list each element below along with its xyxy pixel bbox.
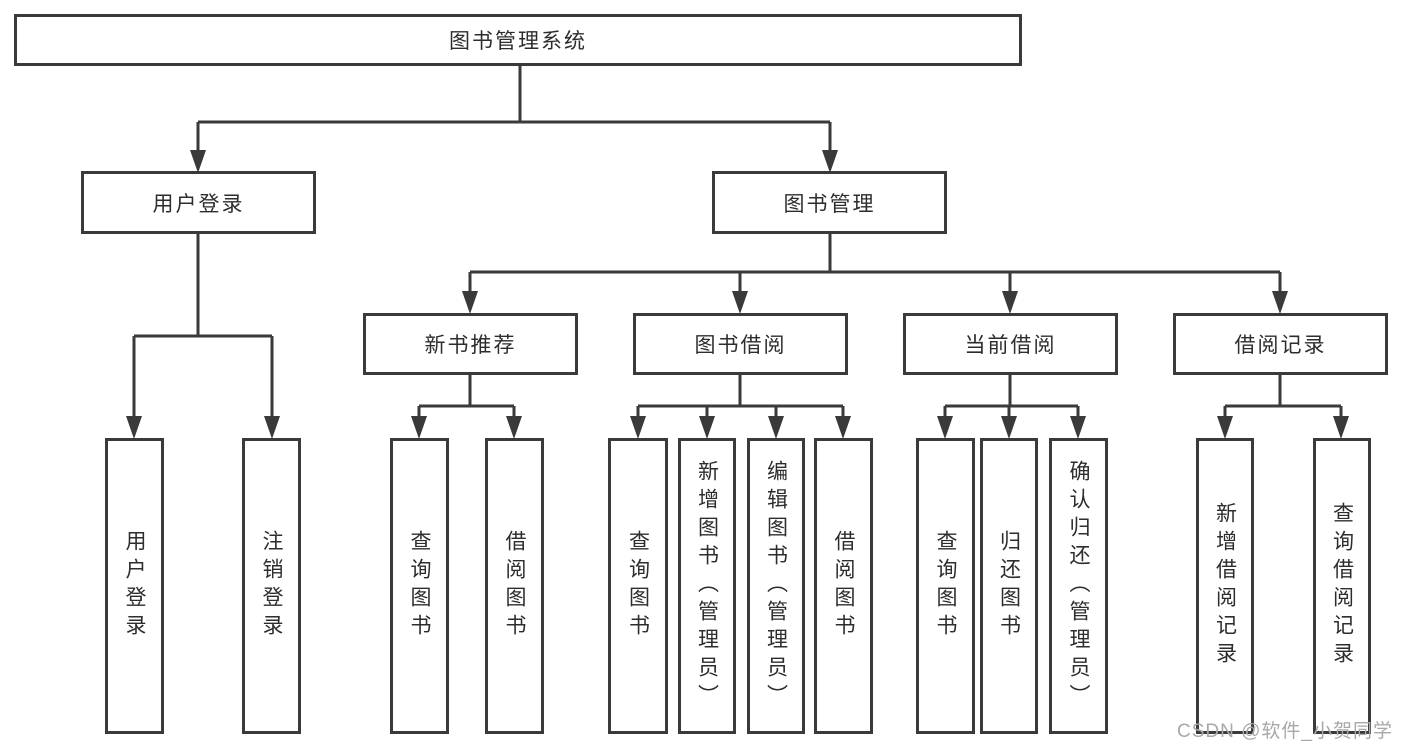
node-label: 借阅图书 (503, 530, 526, 642)
node-user-login: 用户登录 (81, 171, 316, 234)
leaf-records-add-borrow-record: 新增借阅记录 (1196, 438, 1254, 734)
node-root-library-system: 图书管理系统 (14, 14, 1022, 66)
node-label: 新增图书（管理员） (695, 460, 719, 712)
leaf-newbooks-query-books: 查询图书 (390, 438, 449, 734)
arrowhead-icon (732, 291, 748, 314)
connector-records-to-leaves (1223, 375, 1343, 418)
node-book-management: 图书管理 (712, 171, 947, 234)
arrowhead-icon (506, 416, 522, 439)
leaf-records-query-borrow-record: 查询借阅记录 (1313, 438, 1371, 734)
node-label: 查询图书 (408, 530, 431, 642)
node-label: 编辑图书（管理员） (764, 460, 788, 712)
leaf-current-query-books: 查询图书 (916, 438, 975, 734)
node-label: 归还图书 (997, 530, 1021, 642)
arrowhead-icon (1002, 291, 1018, 314)
node-label: 查询图书 (934, 530, 957, 642)
leaf-borrowing-borrow-books: 借阅图书 (814, 438, 873, 734)
connector-current-to-leaves (943, 375, 1080, 418)
leaf-current-confirm-return-admin: 确认归还（管理员） (1049, 438, 1108, 734)
node-label: 用户登录 (123, 530, 146, 642)
arrowhead-icon (768, 416, 784, 439)
node-label: 图书借阅 (694, 334, 787, 357)
node-current-borrowing: 当前借阅 (903, 313, 1118, 375)
leaf-logout: 注销登录 (242, 438, 301, 734)
node-label: 借阅记录 (1234, 334, 1327, 357)
arrowhead-icon (630, 416, 646, 439)
node-borrowing-records: 借阅记录 (1173, 313, 1388, 375)
arrowhead-icon (1333, 416, 1349, 439)
connector-bookmgmt-to-level3 (468, 234, 1282, 294)
leaf-borrowing-edit-books-admin: 编辑图书（管理员） (747, 438, 805, 734)
arrowhead-icon (1272, 291, 1288, 314)
connector-root-to-level2 (196, 66, 832, 152)
arrowhead-icon (1217, 416, 1233, 439)
arrowhead-icon (937, 416, 953, 439)
leaf-user-login: 用户登录 (105, 438, 164, 734)
csdn-watermark: CSDN @软件_小贺同学 (1177, 721, 1393, 742)
arrowhead-icon (264, 416, 280, 439)
node-label: 用户登录 (152, 192, 245, 216)
leaf-newbooks-borrow-books: 借阅图书 (485, 438, 544, 734)
connector-userlogin-to-leaves (132, 234, 274, 418)
arrowhead-icon (1070, 416, 1086, 439)
node-label: 借阅图书 (832, 530, 855, 642)
connector-newbooks-to-leaves (417, 375, 516, 418)
leaf-current-return-books: 归还图书 (980, 438, 1038, 734)
arrowhead-icon (1001, 416, 1017, 439)
arrowhead-icon (835, 416, 851, 439)
arrowhead-icon (462, 291, 478, 314)
arrowhead-icon (190, 150, 206, 173)
arrowhead-icon (699, 416, 715, 439)
leaf-borrowing-query-books: 查询图书 (608, 438, 668, 734)
leaf-borrowing-add-books-admin: 新增图书（管理员） (678, 438, 736, 734)
node-label: 查询借阅记录 (1330, 502, 1354, 670)
node-label: 新书推荐 (424, 334, 517, 357)
node-label: 图书管理 (783, 192, 876, 216)
arrowhead-icon (126, 416, 142, 439)
node-label: 注销登录 (260, 530, 283, 642)
node-label: 当前借阅 (964, 334, 1057, 357)
connector-borrowing-to-leaves (636, 375, 845, 418)
node-label: 确认归还（管理员） (1067, 460, 1090, 712)
arrowhead-icon (822, 150, 838, 173)
arrowhead-icon (411, 416, 427, 439)
node-label: 新增借阅记录 (1213, 502, 1237, 670)
node-label: 查询图书 (626, 530, 650, 642)
node-label: 图书管理系统 (449, 30, 587, 53)
node-book-borrowing: 图书借阅 (633, 313, 848, 375)
node-new-book-recommendation: 新书推荐 (363, 313, 578, 375)
